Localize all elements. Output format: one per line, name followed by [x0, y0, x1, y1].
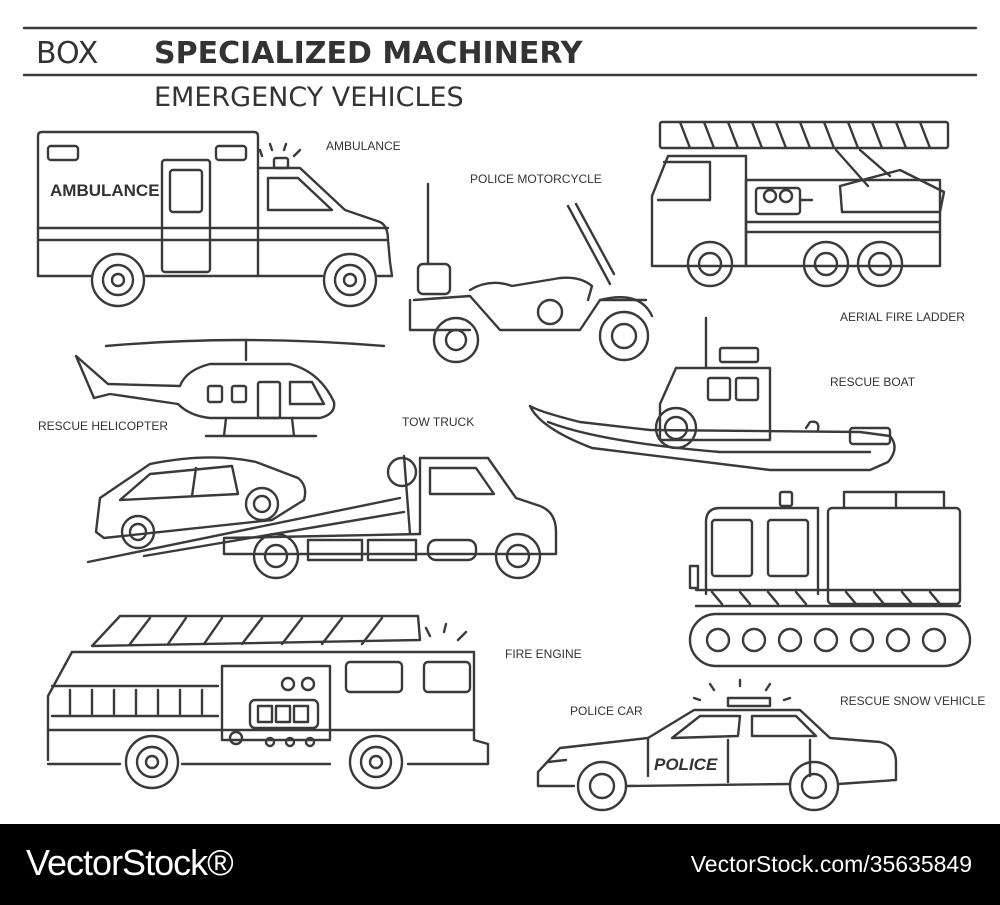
- rescue-helicopter-icon: [74, 338, 386, 438]
- footer-bar: VectorStock® VectorStock.com/35635849: [0, 824, 1000, 905]
- header-title: SPECIALIZED MACHINERY: [154, 36, 584, 71]
- ambulance-side-text: AMBULANCE: [50, 181, 160, 200]
- tow-truck-icon: [86, 454, 558, 580]
- fire-engine-icon: [46, 614, 490, 790]
- rescue-boat-icon: [528, 316, 896, 472]
- label-tow-truck: TOW TRUCK: [402, 415, 474, 429]
- label-police-car: POLICE CAR: [570, 704, 643, 718]
- label-rescue-snow-vehicle: RESCUE SNOW VEHICLE: [840, 694, 985, 708]
- police-car-icon: POLICE: [536, 678, 898, 812]
- police-car-side-text: POLICE: [654, 755, 718, 774]
- label-rescue-boat: RESCUE BOAT: [830, 375, 916, 389]
- ambulance-icon: AMBULANCE: [36, 130, 394, 308]
- label-ambulance: AMBULANCE: [326, 139, 401, 153]
- header: BOX SPECIALIZED MACHINERY EMERGENCY VEHI…: [22, 26, 978, 113]
- rescue-snow-vehicle-icon: [688, 490, 972, 668]
- footer-credit: VectorStock.com/35635849: [690, 851, 972, 877]
- label-rescue-helicopter: RESCUE HELICOPTER: [38, 419, 168, 433]
- footer-brand: VectorStock®: [26, 842, 234, 883]
- header-subtitle: EMERGENCY VEHICLES: [154, 82, 464, 113]
- label-police-motorcycle: POLICE MOTORCYCLE: [470, 172, 602, 186]
- aerial-fire-ladder-icon: [650, 120, 950, 288]
- header-box-label: BOX: [36, 36, 98, 71]
- police-motorcycle-icon: [408, 182, 654, 364]
- label-aerial-fire-ladder: AERIAL FIRE LADDER: [840, 310, 965, 324]
- vehicle-icons-artwork: BOX SPECIALIZED MACHINERY EMERGENCY VEHI…: [22, 26, 985, 812]
- label-fire-engine: FIRE ENGINE: [505, 647, 582, 661]
